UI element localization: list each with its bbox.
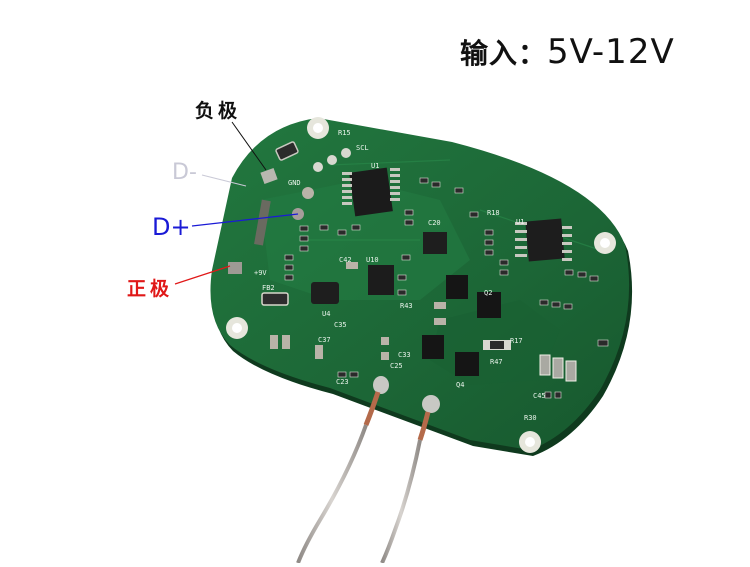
svg-text:U4: U4 [322,310,330,318]
svg-text:SCL: SCL [356,144,369,152]
input-label: 输入： [460,37,548,70]
svg-text:U10: U10 [366,256,379,264]
header-pins [292,148,351,220]
svg-text:C33: C33 [398,351,411,359]
leader-positive [174,265,231,285]
svg-text:C23: C23 [336,378,349,386]
svg-text:C37: C37 [318,336,331,344]
inductor [275,141,299,161]
voltage-range: 5V-12V [547,32,675,72]
capacitors [270,262,446,360]
svg-text:C20: C20 [428,219,441,227]
leader-negative [231,121,267,171]
mounting-hole [519,431,541,453]
svg-text:R17: R17 [510,337,523,345]
connector-strip [254,199,271,246]
svg-text:Q4: Q4 [456,381,464,389]
svg-text:C45: C45 [533,392,546,400]
ic-u4 [311,282,339,304]
mounting-hole [594,232,616,254]
mosfet-q4 [455,352,479,376]
svg-text:C25: C25 [390,362,403,370]
ic-u3 [349,167,393,217]
mounting-hole [226,317,248,339]
fb2-ferrite [261,292,289,306]
ic-u2 [423,232,447,254]
silkscreen: R15 SCL U1 GND +9V FB2 U4 C42 U10 R43 C3… [254,129,546,422]
d-plus-label: D+ [152,213,191,241]
mosfet-q1 [446,275,468,299]
svg-text:R47: R47 [490,358,503,366]
svg-text:+9V: +9V [254,269,267,277]
mosfet-q2 [477,292,501,318]
svg-text:U1: U1 [516,218,524,226]
svg-text:C35: C35 [334,321,347,329]
svg-text:R18: R18 [487,209,500,217]
wire-right [380,411,431,564]
svg-text:R43: R43 [400,302,413,310]
test-pad-tp0 [373,376,389,394]
ic-u10 [368,265,394,295]
test-pad-tp1 [422,395,440,413]
svg-text:FB2: FB2 [262,284,275,292]
negative-pad [260,167,278,185]
ic-u1-pins [515,222,572,261]
svg-text:C42: C42 [339,256,352,264]
positive-pad [228,262,242,274]
mosfet-q3 [422,335,444,359]
leader-d-minus [201,174,247,187]
positive-terminal-label: 正极 [127,278,174,300]
svg-text:R30: R30 [524,414,537,422]
smd-components [284,177,609,399]
leader-d-plus [191,213,299,227]
capacitor-bank [539,354,577,382]
mounting-hole [307,117,329,139]
input-voltage-title: 输入：5V-12V [460,32,675,72]
svg-text:R15: R15 [338,129,351,137]
svg-text:U1: U1 [371,162,379,170]
ic-u3-pins [342,168,400,205]
ic-u1 [525,218,565,262]
svg-text:Q2: Q2 [484,289,492,297]
svg-text:GND: GND [288,179,301,187]
d-minus-label: D- [172,160,197,185]
negative-terminal-label: 负极 [195,100,242,122]
wire-left [296,391,381,564]
